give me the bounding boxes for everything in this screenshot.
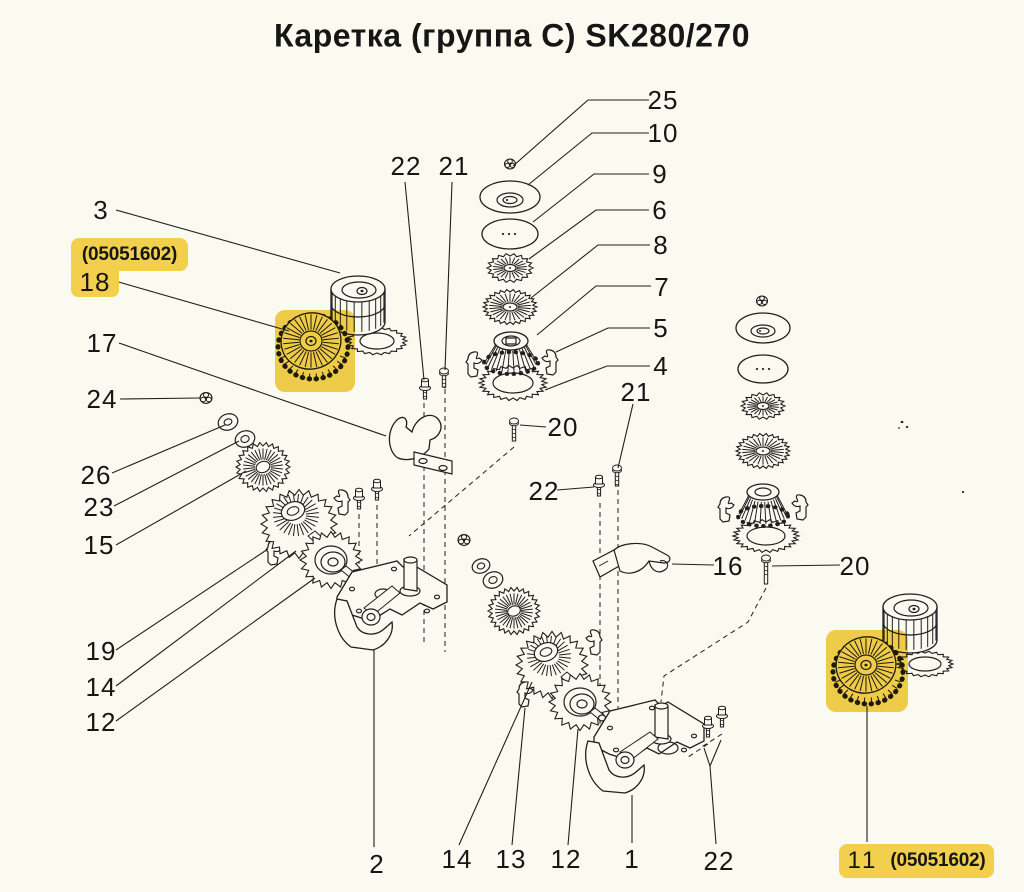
callout-22-bottom: 22 — [703, 846, 735, 876]
page-title: Каретка (группа C) SK280/270 — [273, 17, 751, 54]
callout-26: 26 — [80, 460, 112, 490]
callout-20-right: 20 — [839, 551, 871, 581]
part-code-top: (05051602) — [81, 243, 178, 265]
part-18-highlight-pad — [71, 266, 119, 297]
callout-5: 5 — [653, 313, 669, 343]
callout-9: 9 — [652, 159, 668, 189]
callout-22-top: 22 — [390, 151, 422, 181]
callout-16: 16 — [712, 551, 744, 581]
callout-18: 18 — [79, 267, 111, 297]
callout-4: 4 — [653, 351, 669, 381]
callout-8: 8 — [653, 230, 669, 260]
callout-6: 6 — [652, 195, 668, 225]
callout-10: 10 — [647, 118, 679, 148]
callout-13: 13 — [495, 844, 527, 874]
callout-15: 15 — [83, 530, 115, 560]
callout-24: 24 — [86, 384, 118, 414]
callout-17: 17 — [86, 328, 118, 358]
callout-3: 3 — [93, 195, 109, 225]
callout-leader-lines — [111, 99, 868, 847]
callout-20-mid: 20 — [547, 412, 579, 442]
callout-14-bottom: 14 — [441, 844, 473, 874]
callout-25: 25 — [647, 85, 679, 115]
callout-11: 11 — [847, 847, 879, 874]
callout-22-mid: 22 — [528, 476, 560, 506]
callout-7: 7 — [654, 272, 670, 302]
callout-1: 1 — [624, 844, 640, 874]
part-code-box-top: (05051602) — [71, 238, 188, 271]
callout-14-left: 14 — [85, 672, 117, 702]
callout-21-top: 21 — [438, 151, 470, 181]
part-code-box-bottom: 11 (05051602) — [839, 844, 994, 878]
part-code-bottom: (05051602) — [890, 850, 986, 871]
yellow-highlight-marks — [275, 310, 908, 712]
machine-parts-artwork — [199, 158, 965, 794]
callout-12-bottom: 12 — [550, 844, 582, 874]
callout-19: 19 — [85, 636, 117, 666]
callout-2: 2 — [369, 849, 385, 879]
callout-12-left: 12 — [85, 707, 117, 737]
callout-23: 23 — [83, 492, 115, 522]
callout-21-mid: 21 — [620, 377, 652, 407]
